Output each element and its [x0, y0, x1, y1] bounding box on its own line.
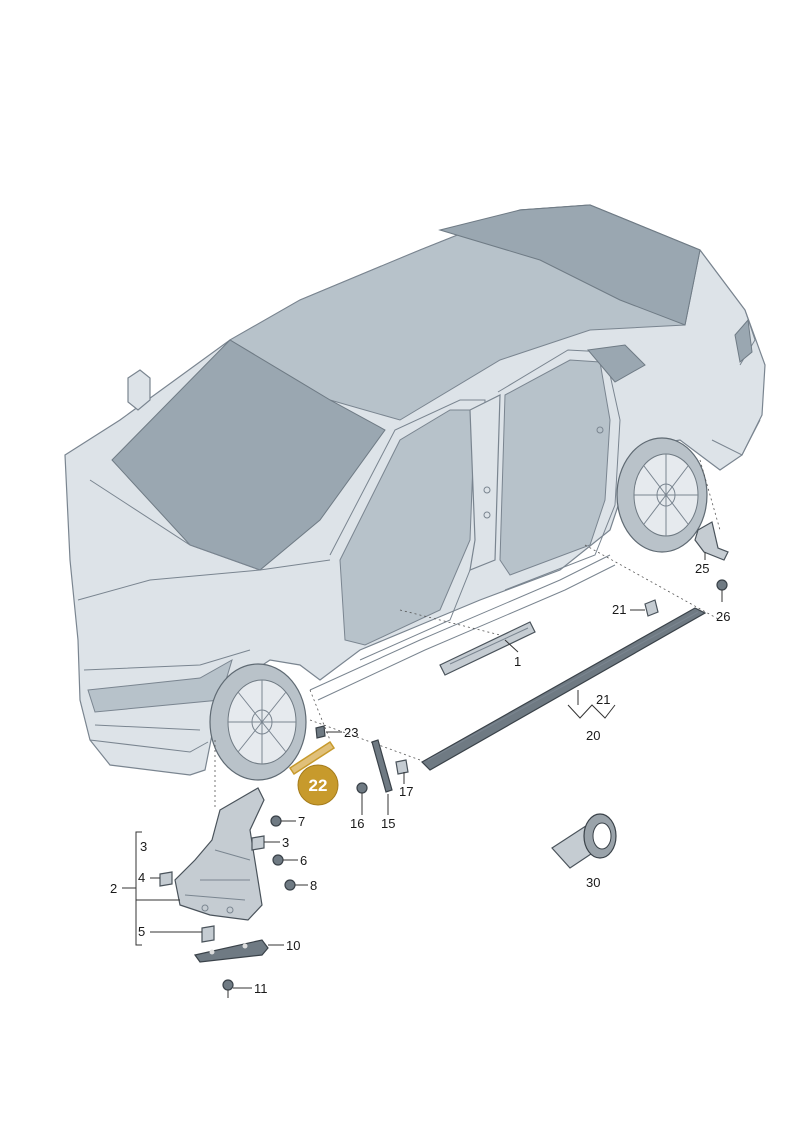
part-4-nut — [159, 871, 173, 887]
part-21-clip — [644, 599, 659, 617]
callout-17: 17 — [399, 784, 413, 799]
callout-15: 15 — [381, 816, 395, 831]
front-wheel — [209, 663, 307, 781]
rear-wheel — [616, 437, 708, 553]
dashed-leaders — [214, 459, 721, 810]
part-30-tape-roll — [551, 813, 617, 869]
leader-lines — [122, 552, 706, 989]
callout-10: 10 — [286, 938, 300, 953]
part-5-nut — [201, 925, 215, 943]
callout-8: 8 — [310, 878, 317, 893]
callout-23: 23 — [344, 725, 358, 740]
part-7-screw — [270, 815, 282, 827]
callout-5: 5 — [138, 924, 145, 939]
part-17-clip — [395, 759, 409, 775]
part-23-clip — [315, 725, 326, 739]
part-6-screw — [272, 854, 284, 866]
highlight-badge-22[interactable]: 22 — [297, 764, 339, 806]
part-8-screw — [284, 879, 296, 891]
callout-11: 11 — [254, 981, 268, 996]
callout-1: 1 — [514, 654, 521, 669]
part-25-bracket — [694, 521, 729, 561]
part-10-bracket — [193, 939, 269, 963]
callout-26: 26 — [716, 609, 730, 624]
callout-16: 16 — [350, 816, 364, 831]
callout-4: 4 — [138, 870, 145, 885]
callout-3-left: 3 — [140, 839, 147, 854]
part-1-sill-trim — [439, 621, 536, 676]
callout-2: 2 — [110, 881, 117, 896]
part-22-strip — [288, 740, 336, 776]
part-3-nut — [251, 835, 265, 851]
callout-3-right: 3 — [282, 835, 289, 850]
callout-21-bottom: 21 — [596, 692, 610, 707]
callouts: 1 21 21 20 25 26 23 17 16 15 7 3 3 6 8 4… — [110, 561, 730, 996]
callout-21-top: 21 — [612, 602, 626, 617]
callout-20: 20 — [586, 728, 600, 743]
part-20-side-sill — [421, 607, 707, 771]
callout-7: 7 — [298, 814, 305, 829]
callout-22: 22 — [309, 776, 328, 795]
fasteners — [159, 815, 296, 943]
callout-30: 30 — [586, 875, 600, 890]
part-2-liner — [174, 787, 265, 921]
part-11-screw — [222, 979, 234, 998]
part-26-screw — [716, 579, 728, 602]
callout-6: 6 — [300, 853, 307, 868]
part-15-trim — [371, 739, 393, 793]
callout-25: 25 — [695, 561, 709, 576]
car-body — [64, 204, 766, 776]
part-16-screw — [356, 782, 368, 815]
